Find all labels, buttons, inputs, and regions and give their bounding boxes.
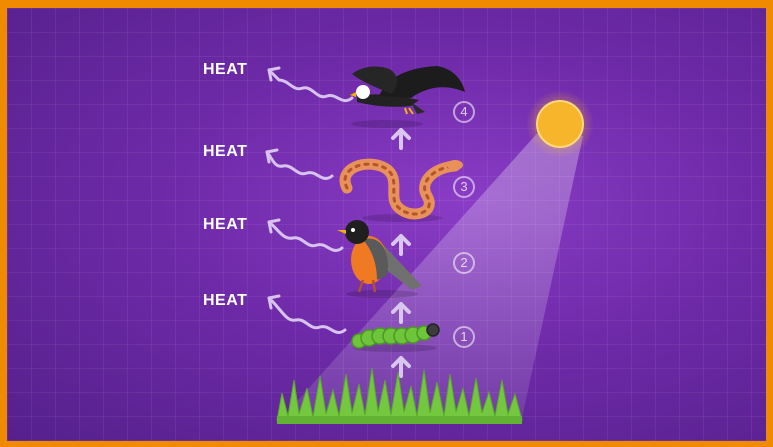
trophic-level-number: 4 xyxy=(453,101,475,123)
heat-wave-arrow-icon xyxy=(269,68,352,101)
eagle-icon xyxy=(350,66,465,114)
heat-wave-arrow-icon xyxy=(269,220,342,251)
heat-label: HEAT xyxy=(203,292,247,310)
heat-wave-arrow-icon xyxy=(267,150,332,179)
robin-icon xyxy=(337,220,422,292)
heat-label: HEAT xyxy=(203,61,247,79)
heat-label: HEAT xyxy=(203,216,247,234)
trophic-level-number: 2 xyxy=(453,252,475,274)
snake-icon xyxy=(345,160,463,214)
trophic-level-number: 3 xyxy=(453,176,475,198)
heat-wave-arrow-icon xyxy=(269,296,345,333)
up-arrow-icon xyxy=(393,236,409,254)
diagram-illustration xyxy=(7,8,773,447)
heat-label: HEAT xyxy=(203,143,247,161)
trophic-level-number: 1 xyxy=(453,326,475,348)
up-arrow-icon xyxy=(393,130,409,148)
sun-icon xyxy=(526,90,594,158)
